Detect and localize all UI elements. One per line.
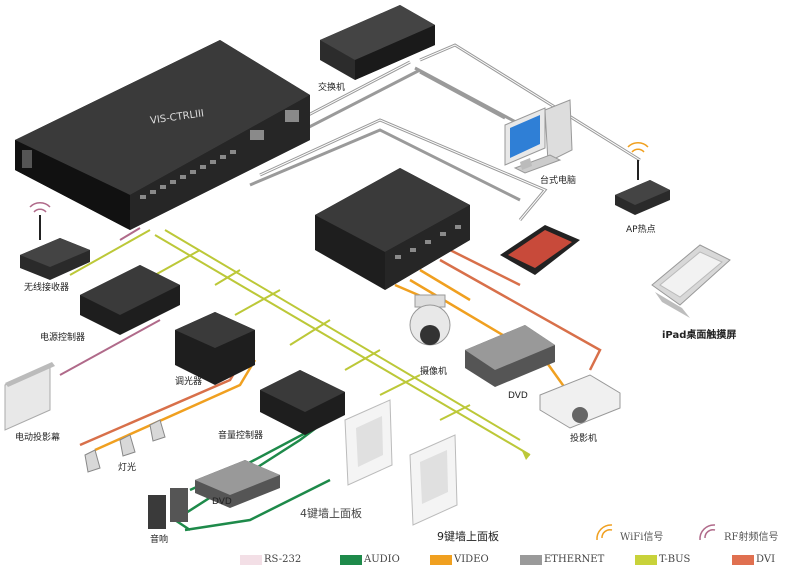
legend-label: RS-232: [264, 554, 302, 565]
legend-label: ETHERNET: [544, 554, 605, 565]
dimmer-label: 调光器: [175, 377, 203, 387]
legend-audio: AUDIO: [340, 554, 420, 568]
legend-swatch: [732, 555, 754, 565]
wifi-signal-label: WiFi信号: [620, 532, 664, 543]
wall-panel-9key: [409, 434, 458, 526]
projector: [539, 374, 621, 429]
ptz-camera: [409, 294, 451, 346]
projector-screen-label: 电动投影幕: [15, 433, 61, 443]
legend-swatch: [240, 555, 262, 565]
desktop-pc-label: 台式电脑: [540, 176, 577, 186]
dvd-player-right: [465, 325, 555, 387]
legend-wifi-icon: [596, 524, 613, 541]
projector-screen: [4, 362, 55, 431]
rf-signal-label: RF射频信号: [724, 532, 779, 543]
desktop-pc: [504, 99, 573, 174]
legend-ethernet: ETHERNET: [520, 554, 620, 568]
power-controller-label: 电源控制器: [40, 333, 86, 343]
camera-label: 摄像机: [420, 367, 448, 377]
ap-hotspot-label: AP热点: [626, 225, 656, 235]
stage-lights: [84, 419, 166, 473]
panel-4key-label: 4键墙上面板: [300, 507, 362, 520]
rs232-cables: [59, 227, 161, 376]
dvd-left-label: DVD: [212, 497, 232, 507]
ap-hotspot: [615, 160, 670, 215]
projector-label: 投影机: [570, 434, 598, 444]
dvd-player-left: [195, 460, 280, 508]
cable-legend: RS-232 AUDIO VIDEO ETHERNET T-BUS DVI: [0, 550, 790, 570]
legend-label: VIDEO: [454, 554, 489, 565]
legend-tbus: T-BUS: [635, 554, 715, 568]
lights-label: 灯光: [118, 463, 137, 473]
wireless-receiver: [20, 215, 90, 280]
legend-swatch: [340, 555, 362, 565]
legend-swatch: [520, 555, 542, 565]
power-controller: [80, 265, 180, 335]
tbus-cables: [69, 229, 531, 456]
media-switcher: [315, 168, 470, 290]
legend-rf-icon: [699, 524, 716, 541]
speakers-label: 音响: [150, 535, 169, 545]
legend-video: VIDEO: [430, 554, 510, 568]
wireless-receiver-label: 无线接收器: [24, 283, 70, 293]
legend-swatch: [635, 555, 657, 565]
main-controller: [15, 40, 310, 230]
panel-9key-label: 9键墙上面板: [437, 530, 499, 543]
dimmer: [175, 312, 255, 385]
legend-label: DVI: [756, 554, 776, 565]
legend-dvi: DVI: [732, 554, 788, 568]
touch-tablet: [500, 225, 580, 275]
dvd-right-label: DVD: [508, 391, 528, 401]
wifi-icon: [29, 142, 649, 213]
ipad-touchscreen: [651, 244, 731, 318]
legend-label: AUDIO: [364, 554, 400, 565]
legend-rs232: RS-232: [240, 554, 320, 568]
volume-controller: [260, 370, 345, 435]
legend-swatch: [430, 555, 452, 565]
speakers: [148, 488, 188, 529]
wall-panel-4key: [344, 399, 393, 486]
volume-controller-label: 音量控制器: [218, 431, 264, 441]
ipad-label: iPad桌面触摸屏: [662, 330, 737, 341]
switch-label: 交换机: [318, 83, 346, 93]
legend-label: T-BUS: [659, 554, 691, 565]
network-switch: [320, 5, 435, 80]
